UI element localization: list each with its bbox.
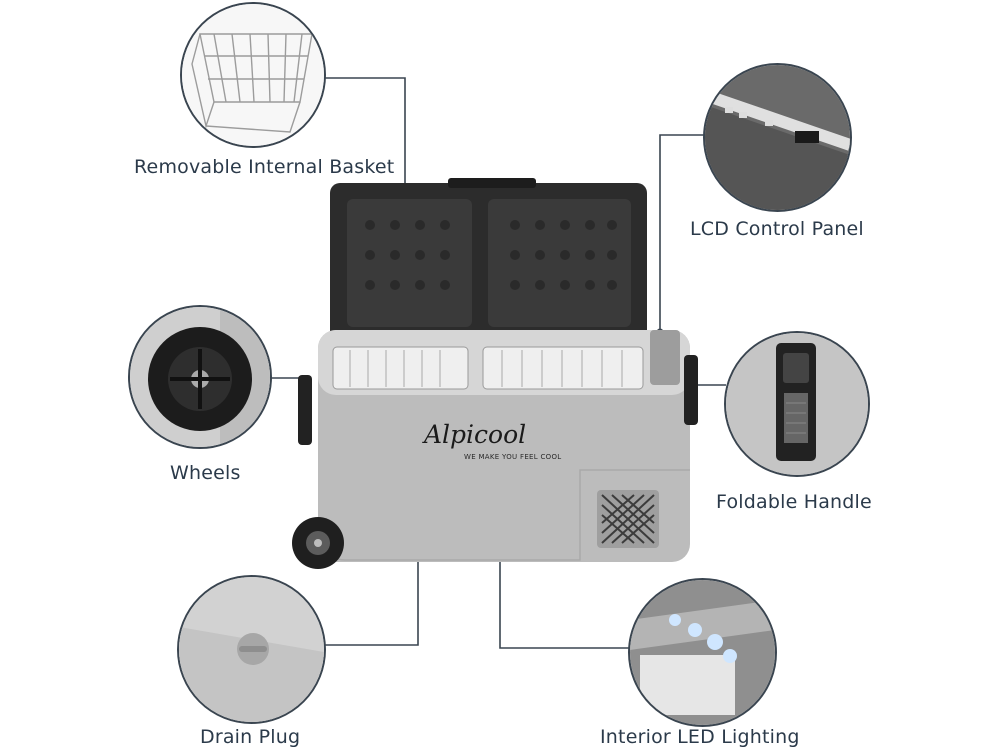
drain-detail-circle [177, 575, 326, 724]
wire-basket-icon [182, 4, 324, 146]
brand-tagline: WE MAKE YOU FEEL COOL [464, 453, 562, 461]
basket-label: Removable Internal Basket [134, 156, 395, 178]
wheels-label: Wheels [170, 462, 241, 484]
lcd-panel-icon [705, 65, 850, 210]
drain-leader [318, 545, 419, 646]
foldable-handle-icon [726, 333, 868, 475]
led-light-icon [630, 580, 775, 725]
handle-label: Foldable Handle [716, 491, 872, 513]
brand-logo: Alpicool [424, 420, 527, 449]
led-detail-circle [628, 578, 777, 727]
drain-label: Drain Plug [200, 726, 301, 748]
lcd-label: LCD Control Panel [690, 218, 864, 240]
wheels-detail-circle [128, 305, 272, 449]
lcd-leader [659, 134, 706, 332]
lcd-detail-circle [703, 63, 852, 212]
wheel-icon [130, 307, 270, 447]
drain-plug-icon [179, 577, 324, 722]
handle-detail-circle [724, 331, 870, 477]
led-label: Interior LED Lighting [600, 726, 800, 748]
basket-detail-circle [180, 2, 326, 148]
